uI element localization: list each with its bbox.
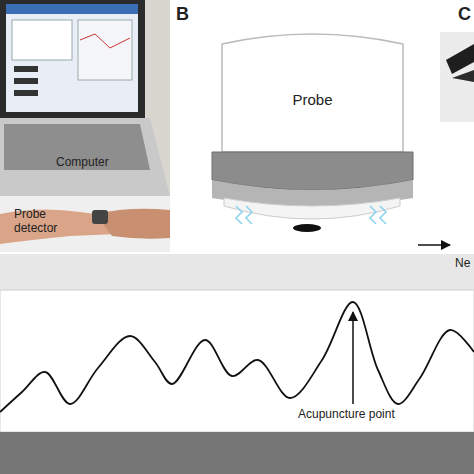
tissue-layers [0, 254, 474, 474]
photo-label: Probe detector [14, 208, 70, 236]
point-label: Acupuncture point [296, 408, 397, 422]
probe-body: Probe [222, 50, 403, 150]
signal-label: Ne [455, 257, 470, 271]
device-photo [440, 32, 474, 122]
photo-label: Computer [56, 156, 109, 170]
photo-panel [0, 0, 170, 252]
probe-illustration [212, 34, 450, 264]
signal-wave [0, 302, 474, 412]
panel-letter: C [458, 4, 471, 25]
node-text: Probe [292, 91, 332, 108]
panel-letter: B [176, 4, 189, 25]
pointer-arrow [352, 312, 354, 404]
